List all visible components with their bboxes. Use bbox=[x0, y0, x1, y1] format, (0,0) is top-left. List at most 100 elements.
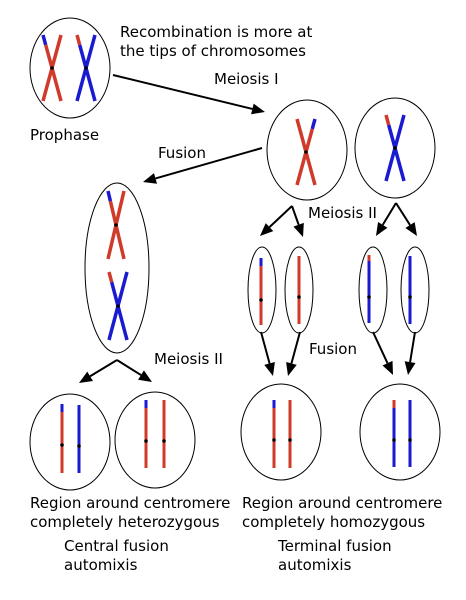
meiosis2-chromatid-3 bbox=[367, 255, 371, 323]
arrow-terminal-fuse-1-head bbox=[264, 362, 275, 376]
meiosis1-label: Meiosis I bbox=[214, 70, 279, 88]
meiosis1-blue-pair-chromatid-1 bbox=[387, 124, 406, 182]
central-product2-chromatid-b-centromere bbox=[162, 439, 166, 443]
terminal-product1-chromatid-b bbox=[288, 400, 292, 468]
arrow-central-meiosis2-split-left bbox=[79, 359, 118, 383]
prophase-blue-pair bbox=[75, 34, 97, 102]
arrow-terminal-fuse-2 bbox=[286, 331, 301, 376]
arrow-central-meiosis2-split-right-line bbox=[116, 359, 142, 376]
meiosis2-chromatid-2 bbox=[297, 256, 301, 324]
chromosomes bbox=[41, 34, 412, 473]
arrow-terminal-fuse-4-head bbox=[404, 361, 416, 375]
central-fusion-title-line2: automixis bbox=[64, 556, 138, 574]
arrow-meiosis2-right-split-right bbox=[395, 202, 417, 236]
meiosis1-blue-pair-centromere bbox=[393, 146, 397, 150]
central-red-pair bbox=[106, 190, 126, 260]
meiosis2-cell-3 bbox=[358, 246, 388, 334]
meiosis2-right-label: Meiosis II bbox=[308, 204, 377, 222]
central-blue-pair-chromatid-1 bbox=[110, 281, 129, 341]
arrow-prophase-to-meiosis1-head bbox=[251, 103, 265, 115]
recombination-label-line1: Recombination is more at bbox=[120, 23, 312, 41]
terminal-product1-chromatid-b-centromere bbox=[288, 438, 292, 442]
terminal-product-cell-2 bbox=[359, 383, 441, 481]
central-product1-chromatid-b-centromere bbox=[77, 444, 81, 448]
arrow-meiosis2-left-split-right-line bbox=[291, 205, 300, 226]
terminal-fusion-title-line1: Terminal fusion bbox=[277, 537, 392, 555]
terminal-region-label-line1: Region around centromere bbox=[242, 494, 442, 512]
arrow-meiosis2-right-split-left bbox=[376, 202, 397, 236]
arrow-central-meiosis2-split-right bbox=[116, 359, 152, 382]
arrow-terminal-fuse-3-line bbox=[372, 331, 389, 364]
central-red-pair-tip bbox=[106, 190, 113, 202]
central-fusion-title-line1: Central fusion bbox=[64, 537, 169, 555]
arrow-meiosis2-left-split-left-head bbox=[260, 223, 274, 236]
central-product2-chromatid-a-centromere bbox=[144, 439, 148, 443]
arrow-prophase-to-meiosis1 bbox=[112, 74, 265, 115]
meiosis2-chromatid-2-centromere bbox=[297, 295, 301, 299]
terminal-product2-chromatid-b-centromere bbox=[408, 438, 412, 442]
arrow-fusion-to-central-head bbox=[143, 173, 158, 184]
meiosis2-chromatid-1 bbox=[259, 258, 263, 325]
meiosis2-chromatid-4-centromere bbox=[408, 295, 412, 299]
cells bbox=[29, 17, 441, 491]
arrow-meiosis2-right-split-right-line bbox=[395, 202, 411, 226]
terminal-product2-chromatid-a bbox=[392, 400, 396, 467]
terminal-product2-chromatid-a-centromere bbox=[392, 438, 396, 442]
central-product-cell-1 bbox=[29, 393, 111, 491]
meiosis1-red-pair-chromatid-2 bbox=[295, 128, 314, 186]
terminal-product1-chromatid-a bbox=[272, 400, 276, 468]
arrow-central-meiosis2-split-left-line bbox=[89, 359, 118, 378]
arrow-terminal-fuse-1-line bbox=[260, 331, 271, 364]
prophase-red-pair-tip bbox=[41, 34, 48, 46]
arrow-terminal-fuse-1 bbox=[260, 331, 275, 376]
fusion-top-label: Fusion bbox=[158, 144, 206, 162]
arrow-central-meiosis2-split-left-head bbox=[79, 371, 93, 383]
arrow-meiosis2-left-split-left-line bbox=[268, 205, 293, 228]
prophase-label: Prophase bbox=[30, 126, 99, 144]
central-product-cell-2 bbox=[114, 391, 196, 489]
arrow-meiosis2-left-split-right bbox=[291, 205, 304, 237]
meiosis2-chromatid-4 bbox=[408, 256, 412, 324]
arrow-meiosis2-right-split-left-head bbox=[376, 222, 388, 236]
arrow-meiosis2-left-split-right-head bbox=[293, 222, 304, 237]
arrow-meiosis2-right-split-right-head bbox=[405, 222, 417, 236]
meiosis1-blue-pair bbox=[384, 114, 406, 182]
meiosis2-chromatid-1-centromere bbox=[259, 298, 263, 302]
meiosis1-blue-pair-tip bbox=[384, 114, 391, 126]
prophase-red-pair-centromere bbox=[50, 66, 54, 70]
arrow-prophase-to-meiosis1-line bbox=[112, 74, 253, 110]
terminal-product1-chromatid-a-centromere bbox=[272, 438, 276, 442]
terminal-product2-chromatid-b bbox=[408, 400, 412, 467]
central-fused-cell bbox=[84, 182, 150, 354]
meiosis1-red-pair-tip bbox=[310, 118, 317, 130]
arrow-meiosis2-right-split-left-line bbox=[381, 202, 397, 226]
central-product1-chromatid-a-centromere bbox=[60, 443, 64, 447]
meiosis2-cell-4 bbox=[400, 246, 430, 334]
labels: Recombination is more at the tips of chr… bbox=[30, 23, 442, 574]
meiosis2-chromatid-3-centromere bbox=[367, 295, 371, 299]
central-region-label-line2: completely heterozygous bbox=[30, 513, 220, 531]
prophase-red-pair-chromatid-1 bbox=[44, 44, 63, 102]
central-product1-chromatid-b bbox=[77, 405, 81, 473]
terminal-product-cell-1 bbox=[240, 383, 322, 481]
meiosis1-red-pair-centromere bbox=[304, 150, 308, 154]
prophase-red-pair bbox=[41, 34, 63, 102]
arrow-terminal-fuse-3 bbox=[372, 331, 393, 375]
central-product2-chromatid-b bbox=[162, 400, 166, 468]
arrow-fusion-to-central-line bbox=[155, 147, 263, 180]
arrow-terminal-fuse-3-head bbox=[382, 360, 393, 375]
arrow-fusion-to-central bbox=[143, 147, 263, 184]
terminal-region-label-line2: completely homozygous bbox=[242, 513, 425, 531]
central-blue-pair bbox=[107, 271, 129, 341]
meiosis1-red-pair bbox=[295, 118, 317, 186]
arrow-terminal-fuse-2-line bbox=[290, 331, 301, 364]
central-region-label-line1: Region around centromere bbox=[30, 494, 230, 512]
prophase-cell bbox=[29, 17, 111, 119]
arrows bbox=[79, 74, 417, 383]
terminal-fusion-title-line2: automixis bbox=[278, 556, 352, 574]
central-blue-pair-tip bbox=[107, 271, 114, 283]
arrow-central-meiosis2-split-right-head bbox=[138, 370, 152, 382]
prophase-blue-pair-tip bbox=[75, 34, 82, 46]
prophase-blue-pair-chromatid-1 bbox=[78, 44, 97, 102]
central-red-pair-centromere bbox=[114, 223, 118, 227]
